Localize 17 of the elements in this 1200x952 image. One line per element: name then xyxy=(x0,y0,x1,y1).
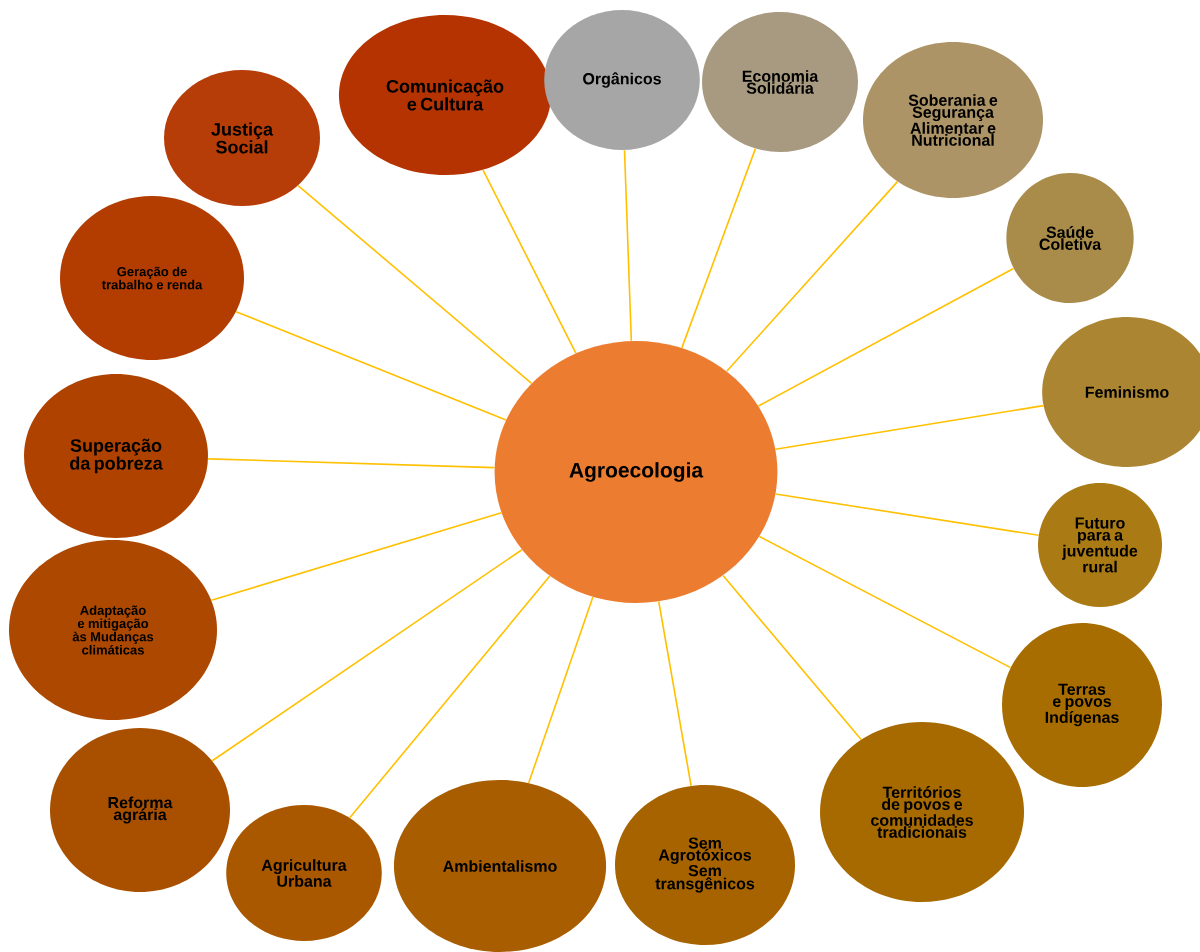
connector-line xyxy=(623,149,633,342)
connector-line xyxy=(774,493,1040,537)
connector-line xyxy=(527,596,594,784)
connector-line xyxy=(758,535,1012,669)
connector-line xyxy=(348,575,551,819)
connector-line xyxy=(757,267,1015,407)
connector-line xyxy=(774,404,1045,451)
connector-line xyxy=(722,574,862,741)
connector-line xyxy=(482,169,577,355)
connector-line xyxy=(211,548,523,762)
connector-line xyxy=(681,147,757,349)
connector-line xyxy=(657,600,692,787)
connector-line xyxy=(235,310,507,421)
connector-line xyxy=(725,180,899,373)
connector-line xyxy=(210,511,503,602)
connector-line xyxy=(207,458,496,469)
connector-line xyxy=(297,184,533,385)
